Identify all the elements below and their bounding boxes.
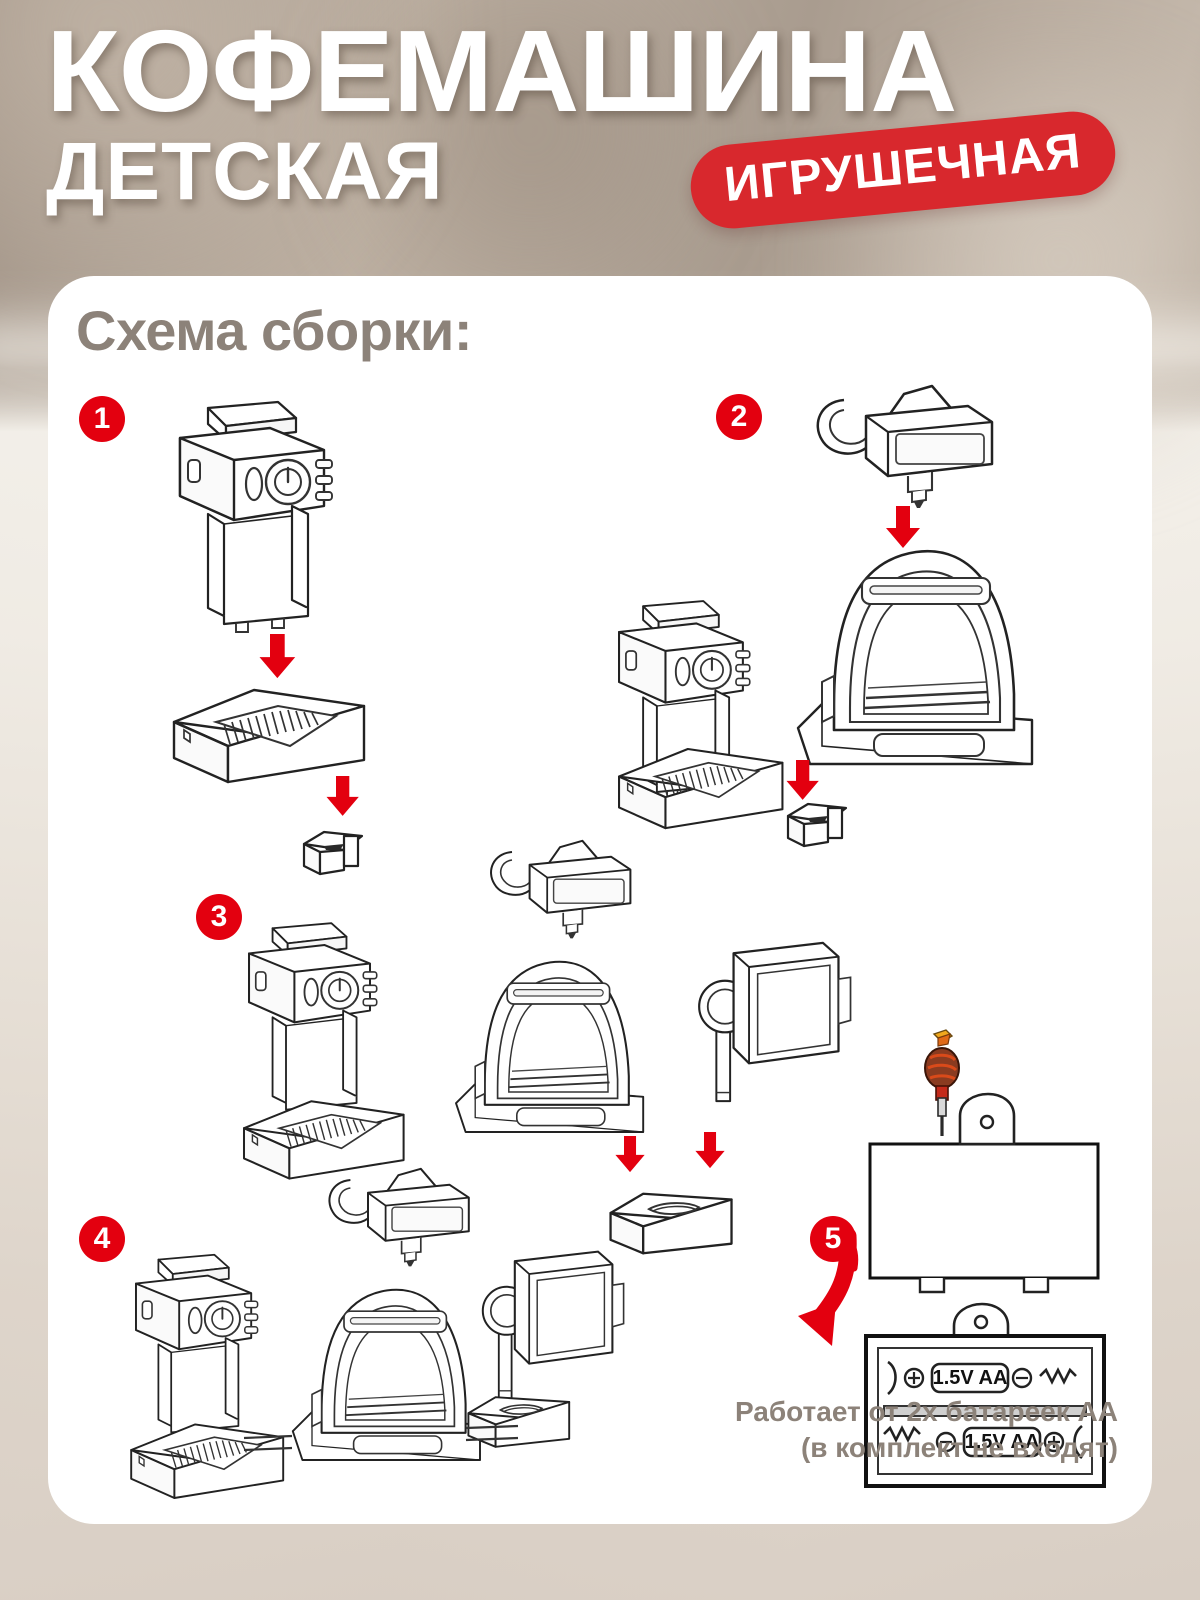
step-badge-1: 1 bbox=[79, 396, 125, 442]
step-badge-5: 5 bbox=[810, 1216, 856, 1262]
assembly-card: Схема сборки: 1 2 3 4 5 bbox=[48, 276, 1152, 1524]
card-title: Схема сборки: bbox=[76, 299, 473, 362]
step-3-illustration bbox=[242, 839, 852, 1255]
step-badge-3: 3 bbox=[196, 894, 242, 940]
battery-note-line-2: (в комплект не входят) bbox=[800, 1432, 1118, 1464]
step-1-illustration bbox=[172, 400, 366, 876]
step-2-illustration bbox=[618, 384, 1034, 848]
battery-note: Работает от 2х батареек АА (в комплект н… bbox=[735, 1394, 1118, 1466]
page-header: КОФЕМАШИНА ДЕТСКАЯ bbox=[0, 0, 1200, 217]
page-title-primary: КОФЕМАШИНА bbox=[46, 6, 957, 136]
step-badge-2: 2 bbox=[716, 394, 762, 440]
battery-note-line-1: Работает от 2х батареек АА bbox=[734, 1396, 1118, 1428]
step-badge-4: 4 bbox=[79, 1216, 125, 1262]
background-blur-blob-center bbox=[300, 0, 760, 320]
step-4-illustration bbox=[130, 1167, 625, 1499]
page-title-secondary: ДЕТСКАЯ bbox=[46, 125, 444, 217]
battery-top-label: 1.5V AA bbox=[933, 1367, 1008, 1389]
